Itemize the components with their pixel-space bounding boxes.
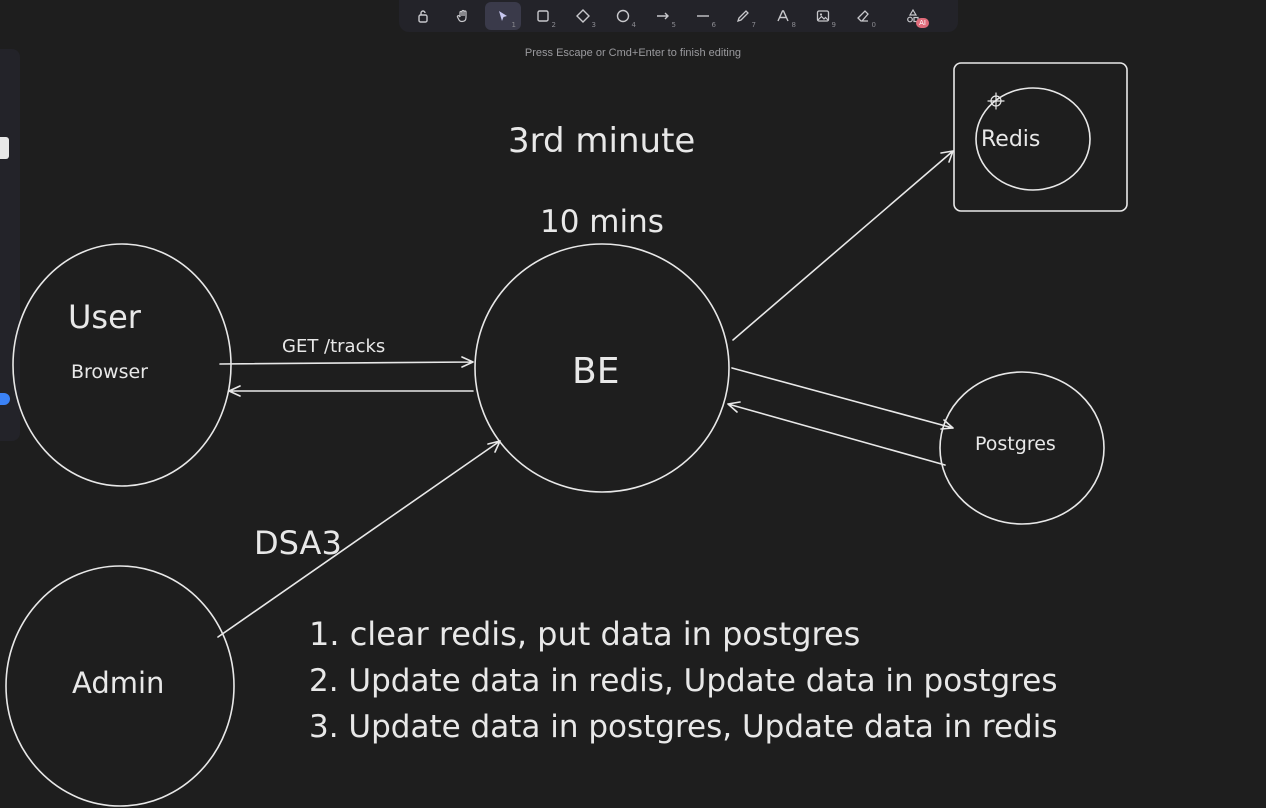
pencil-icon: [736, 10, 749, 23]
response-arrow[interactable]: [228, 385, 474, 397]
image-icon: [816, 10, 830, 22]
admin-to-be-arrow[interactable]: [217, 440, 501, 638]
ai-badge: AI: [916, 18, 929, 28]
pencil-tool-button[interactable]: 7: [725, 2, 761, 30]
postgres-label: Postgres: [975, 433, 1056, 455]
shortcut-number: 4: [631, 21, 636, 29]
editing-hint: Press Escape or Cmd+Enter to finish edit…: [524, 47, 742, 59]
shortcut-number: 0: [871, 21, 876, 29]
move-cursor-icon: [987, 92, 1005, 110]
shortcut-number: 6: [711, 21, 716, 29]
lock-icon: [418, 10, 428, 23]
hand-tool-button[interactable]: [445, 2, 481, 30]
rectangle-tool-button[interactable]: 2: [525, 2, 561, 30]
be-to-postgres-arrow[interactable]: [731, 367, 954, 430]
lock-button[interactable]: [405, 2, 441, 30]
shortcut-number: 3: [591, 21, 596, 29]
selection-tool-button[interactable]: 1: [485, 2, 521, 30]
dsa-label: DSA3: [254, 524, 342, 562]
browser-label: Browser: [71, 361, 148, 383]
line-tool-button[interactable]: 6: [685, 2, 721, 30]
redis-box[interactable]: [953, 62, 1128, 212]
title-mins: 10 mins: [540, 204, 664, 240]
be-circle[interactable]: [474, 243, 730, 493]
shortcut-number: 8: [791, 21, 796, 29]
arrow-tool-button[interactable]: 5: [645, 2, 681, 30]
redis-circle[interactable]: [975, 87, 1091, 191]
admin-circle[interactable]: [5, 565, 235, 807]
eraser-icon: [857, 10, 869, 22]
request-label: GET /tracks: [282, 336, 385, 357]
be-label: BE: [572, 351, 619, 392]
title-minute: 3rd minute: [508, 121, 695, 161]
shortcut-number: 5: [671, 21, 676, 29]
panel-handle[interactable]: [0, 137, 9, 159]
postgres-to-be-arrow[interactable]: [727, 401, 946, 466]
text-icon: [777, 10, 789, 22]
ellipse-icon: [616, 9, 630, 23]
color-indicator-dot[interactable]: [0, 393, 10, 405]
postgres-circle[interactable]: [939, 371, 1105, 525]
request-arrow[interactable]: [219, 356, 474, 368]
shapes-ai-button[interactable]: AI: [895, 2, 931, 30]
selection-icon: [499, 11, 507, 21]
admin-label: Admin: [72, 666, 164, 700]
diamond-icon: [576, 9, 590, 23]
text-tool-button[interactable]: 8: [765, 2, 801, 30]
note-line-3: 3. Update data in postgres, Update data …: [309, 709, 1057, 745]
user-circle[interactable]: [12, 243, 232, 487]
ellipse-tool-button[interactable]: 4: [605, 2, 641, 30]
arrow-icon: [657, 12, 669, 20]
shortcut-number: 2: [551, 21, 556, 29]
image-tool-button[interactable]: 9: [805, 2, 841, 30]
shortcut-number: 9: [831, 21, 836, 29]
eraser-tool-button[interactable]: 0: [845, 2, 881, 30]
toolbar: 1 2 3 4 5 6 7 8 9 0 AI: [399, 0, 958, 32]
user-label: User: [68, 298, 142, 336]
shortcut-number: 1: [511, 21, 516, 29]
note-line-1: 1. clear redis, put data in postgres: [309, 615, 860, 653]
rectangle-icon: [537, 10, 549, 22]
note-line-2: 2. Update data in redis, Update data in …: [309, 663, 1057, 699]
be-to-redis-arrow[interactable]: [732, 150, 954, 341]
line-icon: [697, 15, 709, 17]
redis-label: Redis: [981, 127, 1040, 152]
diamond-tool-button[interactable]: 3: [565, 2, 601, 30]
shortcut-number: 7: [751, 21, 756, 29]
hand-icon: [456, 9, 467, 23]
